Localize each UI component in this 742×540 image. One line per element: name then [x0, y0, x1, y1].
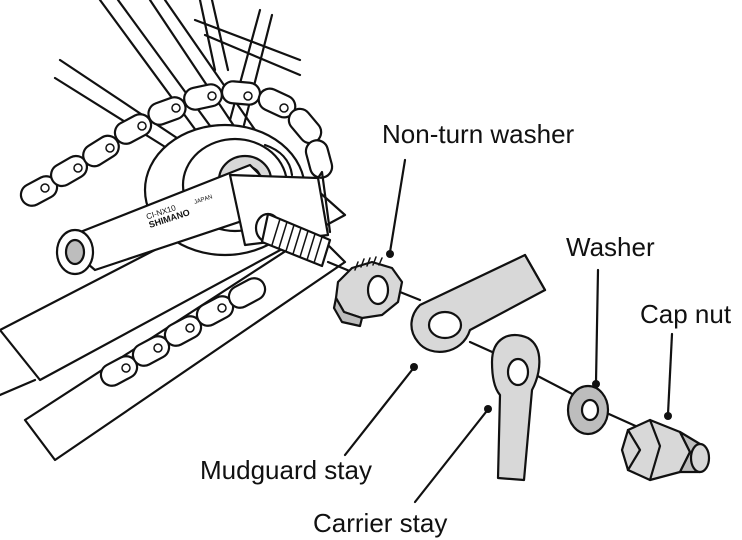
label-washer: Washer — [566, 232, 655, 262]
hub-country-text: JAPAN — [194, 194, 214, 206]
dropout-plate — [228, 170, 332, 247]
cap-nut-part — [620, 418, 711, 482]
leader-lines — [343, 158, 674, 504]
non-turn-washer-part — [332, 256, 404, 328]
label-carrier-stay: Carrier stay — [313, 508, 448, 538]
chain — [19, 80, 334, 387]
label-non-turn-washer: Non-turn washer — [382, 119, 575, 149]
threaded-axle — [254, 212, 332, 268]
carrier-stay-part — [490, 333, 541, 482]
washer-part — [566, 384, 610, 436]
label-cap-nut: Cap nut — [640, 299, 732, 329]
mudguard-stay-part — [410, 253, 547, 353]
wheel-spokes — [53, 0, 302, 172]
label-mudguard-stay: Mudguard stay — [200, 455, 372, 485]
